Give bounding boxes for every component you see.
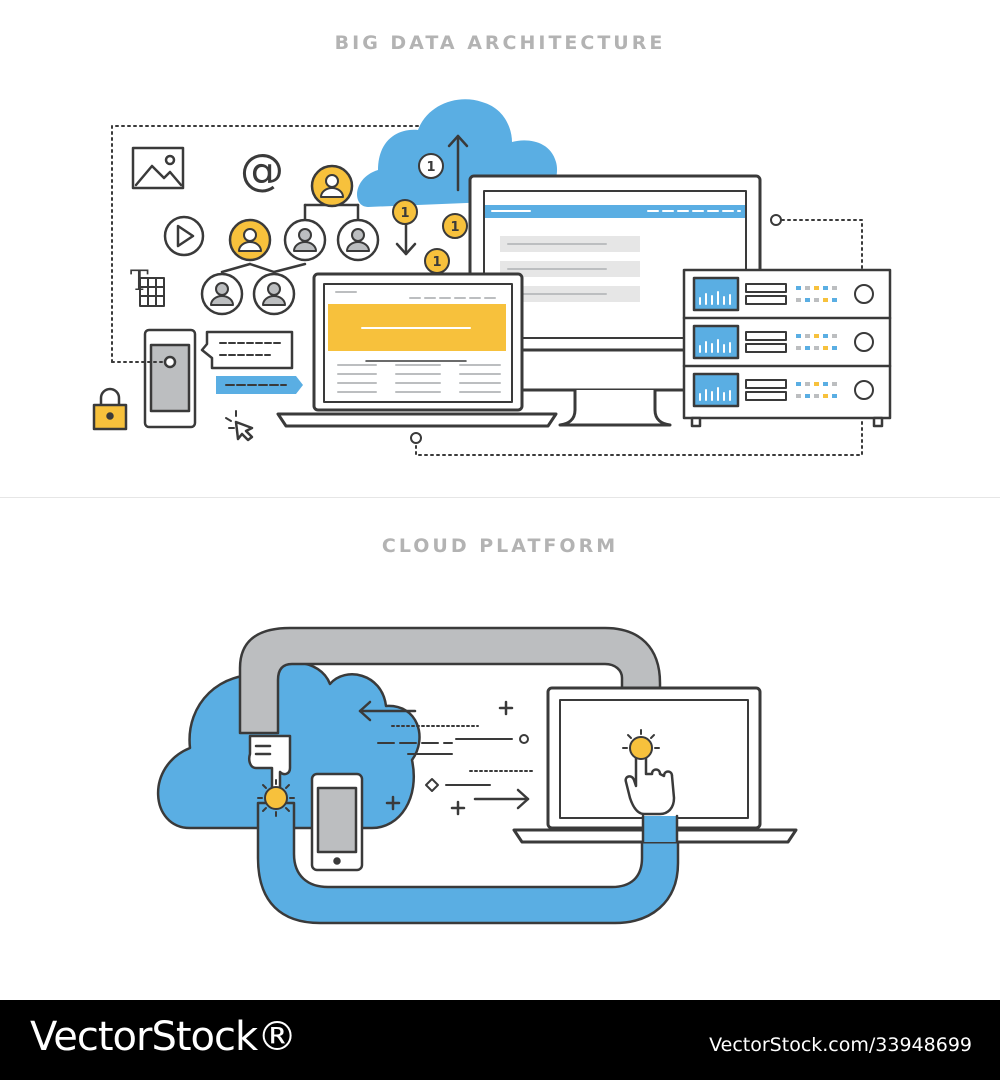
mobile-phone-icon [143, 328, 197, 429]
at-sign-icon: @ [240, 145, 284, 196]
big-data-illustration: 1 1 1 1 @ T [92, 99, 892, 456]
lock-icon [92, 387, 128, 431]
coin-label: 1 [432, 255, 441, 270]
image-icon [131, 146, 185, 190]
server-rack-icon [682, 268, 892, 428]
table-icon [139, 277, 165, 307]
input-bar [216, 376, 303, 394]
user-network-icon [200, 164, 380, 316]
blue-arm [256, 801, 680, 925]
section-title-cloud-platform: CLOUD PLATFORM [381, 535, 619, 557]
monitor-icon [468, 174, 762, 427]
laptop-icon [276, 272, 558, 428]
mobile-phone-icon [310, 772, 364, 872]
tap-icon [622, 729, 660, 760]
watermark-brand: VectorStock® [30, 1014, 297, 1060]
gray-arm [238, 626, 662, 735]
cursor-icon [225, 410, 254, 442]
arrow-up-icon [447, 134, 469, 192]
watermark-id: VectorStock.com/33948699 [709, 1034, 972, 1056]
arrow-right-icon [473, 788, 530, 810]
hand-pointer-icon [248, 734, 292, 794]
coin-label: 1 [450, 220, 459, 235]
section-title-big-data: BIG DATA ARCHITECTURE [334, 32, 666, 54]
cloud-platform-illustration [156, 626, 798, 925]
tap-icon [257, 779, 295, 817]
arrow-down-icon [395, 222, 417, 256]
watermark-bar: VectorStock® VectorStock.com/33948699 [0, 1000, 1000, 1080]
coin-label: 1 [426, 160, 435, 175]
data-flow-lines [377, 725, 535, 792]
arrow-left-icon [358, 700, 417, 722]
coin-icon [392, 153, 468, 274]
plus-icon [385, 700, 514, 816]
play-icon [163, 215, 205, 257]
chat-bubble-icon [200, 330, 294, 370]
section-divider [0, 497, 1000, 498]
coin-label: 1 [400, 206, 409, 221]
hand-pointer-icon [624, 744, 676, 816]
